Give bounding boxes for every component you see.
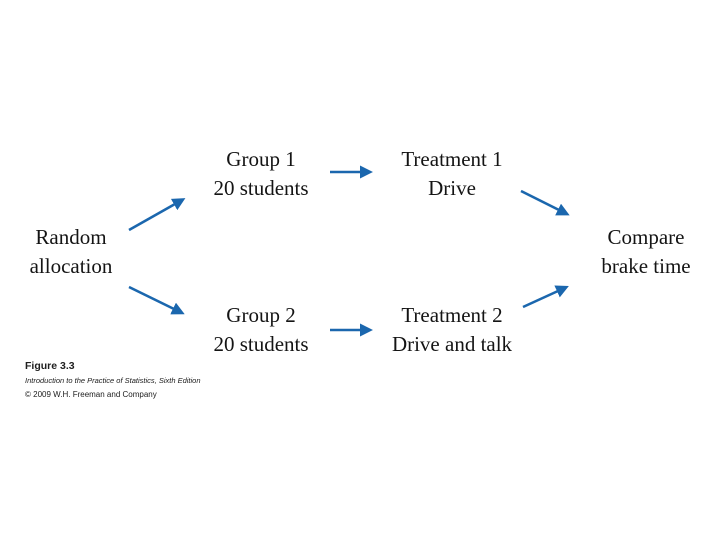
node-random-line1: Random xyxy=(35,225,107,249)
arrow-random-to-group1 xyxy=(128,198,186,232)
node-random-allocation: Random allocation xyxy=(30,223,113,281)
node-group1: Group 1 20 students xyxy=(213,145,308,203)
node-random-line2: allocation xyxy=(29,254,113,278)
figure-caption: Figure 3.3 Introduction to the Practice … xyxy=(25,360,201,400)
node-compare-line2: brake time xyxy=(601,254,691,278)
arrow-treatment2-to-compare xyxy=(522,285,569,309)
figure-source: Introduction to the Practice of Statisti… xyxy=(25,376,201,385)
node-group2: Group 2 20 students xyxy=(213,301,308,359)
figure-label: Figure 3.3 xyxy=(25,360,75,372)
arrow-random-to-group2 xyxy=(128,285,185,315)
figure-copyright: © 2009 W.H. Freeman and Company xyxy=(25,390,157,399)
node-treatment1: Treatment 1 Drive xyxy=(401,145,502,203)
node-group2-line2: 20 students xyxy=(213,332,309,356)
node-treatment1-line1: Treatment 1 xyxy=(401,147,503,171)
node-treatment1-line2: Drive xyxy=(428,176,476,200)
node-group2-line1: Group 2 xyxy=(226,303,296,327)
node-compare-line1: Compare xyxy=(607,225,685,249)
node-compare-brake-time: Compare brake time xyxy=(601,223,690,281)
arrow-treatment1-to-compare xyxy=(520,189,570,216)
node-treatment2: Treatment 2 Drive and talk xyxy=(392,301,512,359)
node-group1-line2: 20 students xyxy=(213,176,309,200)
node-treatment2-line1: Treatment 2 xyxy=(401,303,503,327)
node-group1-line1: Group 1 xyxy=(226,147,296,171)
node-treatment2-line2: Drive and talk xyxy=(391,332,513,356)
